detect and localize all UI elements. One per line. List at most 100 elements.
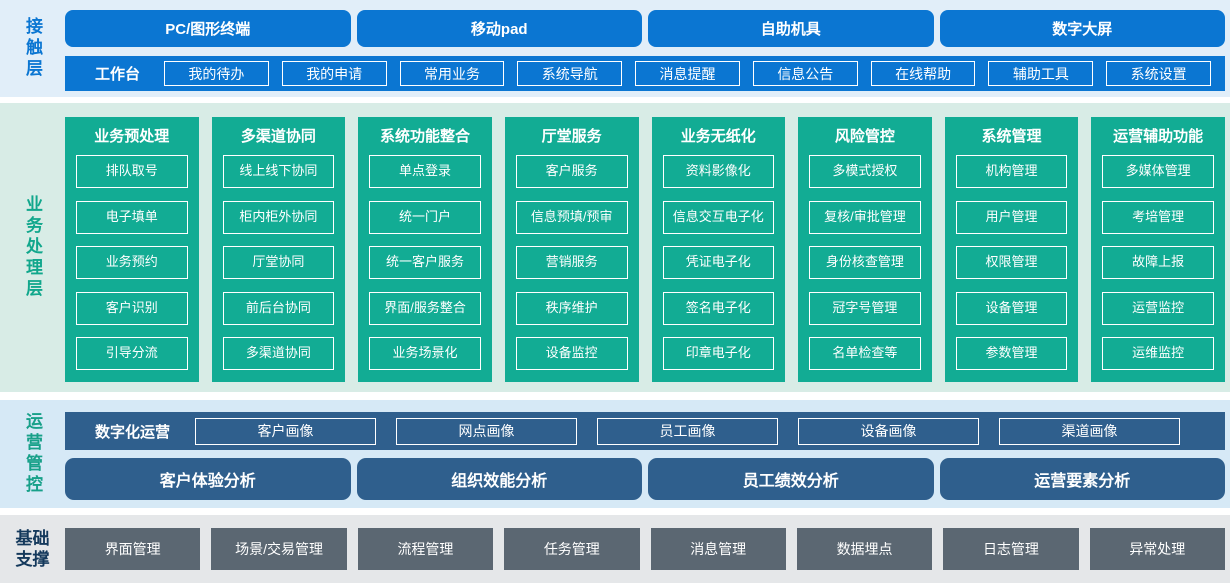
terminal-button: 数字大屏 [939,10,1225,47]
business-module: 排队取号 [76,155,188,188]
base-module: 任务管理 [504,528,640,570]
business-module: 电子填单 [76,200,188,234]
business-layer-label-wrap: 业务处理层 [0,103,65,392]
base-layer-label: 基础支撑 [15,528,50,569]
business-module: 信息预填/预审 [515,200,628,234]
base-layer: 基础支撑 界面管理 场景/交易管理 流程管理 任务管理 消息管理 数据埋点 日志… [0,515,1230,583]
operations-layer-label: 运营管控 [23,412,42,496]
contact-layer-label: 接触层 [23,17,42,80]
base-module: 消息管理 [650,528,786,570]
business-column-title: 系统功能整合 [380,128,471,145]
analysis-button: 客户体验分析 [65,458,351,500]
business-module: 线上线下协同 [222,155,335,188]
workbench-items: 我的待办 我的申请 常用业务 系统导航 消息提醒 信息公告 在线帮助 辅助工具 [164,61,1212,86]
business-module: 客户服务 [515,155,628,188]
business-column: 风险管控 多模式授权 复核/审批管理 身份核查管理 冠字号管理 名单检查等 [798,117,932,382]
business-column-items: 线上线下协同 柜内柜外协同 厅堂协同 前后台协同 多渠道协同 [222,155,335,370]
business-module: 业务预约 [76,246,188,279]
digital-ops-items: 客户画像 网点画像 员工画像 设备画像 渠道画像 [195,417,1181,445]
business-module: 客户识别 [76,291,188,325]
workbench-item: 在线帮助 [870,61,976,86]
business-module: 引导分流 [76,337,188,370]
business-column-title: 多渠道协同 [240,128,316,145]
business-module: 信息交互电子化 [662,200,775,234]
operations-layer-label-wrap: 运营管控 [0,400,65,508]
workbench-item: 常用业务 [399,61,505,86]
business-columns: 业务预处理 排队取号 电子填单 业务预约 客户识别 引导分流 [65,103,1230,392]
analysis-button: 组织效能分析 [356,458,642,500]
business-column-items: 排队取号 电子填单 业务预约 客户识别 引导分流 [76,155,188,370]
persona-item: 客户画像 [195,417,377,445]
workbench-item: 系统设置 [1106,61,1212,86]
business-module: 权限管理 [955,246,1068,279]
business-layer: 业务处理层 业务预处理 排队取号 电子填单 业务预约 客户 [0,103,1230,392]
business-column-items: 多媒体管理 考培管理 故障上报 运营监控 运维监控 [1102,155,1214,370]
persona-item: 网点画像 [396,417,578,445]
analysis-button: 运营要素分析 [939,458,1225,500]
workbench-item: 我的申请 [281,61,387,86]
terminal-button: 移动pad [356,10,642,47]
base-items: 界面管理 场景/交易管理 流程管理 任务管理 消息管理 数据埋点 日志管理 异常… [65,515,1230,583]
business-module: 机构管理 [955,155,1068,188]
business-module: 冠字号管理 [809,291,921,325]
contact-layer-content: PC/图形终端 移动pad 自助机具 数字大屏 工作台 我的待办 我的申请 [65,0,1230,97]
business-column-items: 单点登录 统一门户 统一客户服务 界面/服务整合 业务场景化 [369,155,481,370]
terminal-button: PC/图形终端 [65,10,351,47]
business-module: 柜内柜外协同 [222,200,335,234]
business-module: 厅堂协同 [222,246,335,279]
workbench-item: 消息提醒 [635,61,740,86]
business-column: 系统管理 机构管理 用户管理 权限管理 设备管理 参数管理 [944,117,1079,382]
workbench-label: 工作台 [95,66,141,83]
workbench-item: 信息公告 [752,61,858,86]
business-module: 复核/审批管理 [809,200,921,234]
business-module: 设备管理 [955,291,1068,325]
terminal-button: 自助机具 [648,10,934,47]
base-module: 日志管理 [943,528,1079,570]
analytics-row: 客户体验分析 组织效能分析 员工绩效分析 运营要素分析 [65,458,1225,500]
business-column-title: 业务预处理 [94,128,170,145]
business-module: 故障上报 [1102,246,1214,279]
business-column-title: 业务无纸化 [680,128,756,145]
contact-layer-label-wrap: 接触层 [0,0,65,97]
business-module: 运营监控 [1102,291,1214,325]
business-column-title: 系统管理 [981,128,1042,145]
business-module: 凭证电子化 [662,246,775,279]
persona-item: 员工画像 [597,417,779,445]
workbench-item: 辅助工具 [988,61,1094,86]
operations-content: 数字化运营 客户画像 网点画像 员工画像 设备画像 渠道画像 [65,400,1230,508]
business-module: 运维监控 [1102,337,1214,370]
business-column-items: 机构管理 用户管理 权限管理 设备管理 参数管理 [955,155,1068,370]
business-column-items: 多模式授权 复核/审批管理 身份核查管理 冠字号管理 名单检查等 [809,155,921,370]
business-module: 签名电子化 [662,291,775,325]
business-module: 设备监控 [515,337,628,370]
business-column: 厅堂服务 客户服务 信息预填/预审 营销服务 秩序维护 设备监控 [504,117,639,382]
business-column-items: 客户服务 信息预填/预审 营销服务 秩序维护 设备监控 [515,155,628,370]
business-module: 多模式授权 [809,155,921,188]
persona-item: 渠道画像 [999,417,1181,445]
workbench-bar: 工作台 我的待办 我的申请 常用业务 系统导航 消息提醒 信息公告 [65,56,1225,91]
business-column: 运营辅助功能 多媒体管理 考培管理 故障上报 运营监控 运维监控 [1091,117,1225,382]
digital-ops-bar: 数字化运营 客户画像 网点画像 员工画像 设备画像 渠道画像 [65,412,1225,450]
business-column-items: 资料影像化 信息交互电子化 凭证电子化 签名电子化 印章电子化 [662,155,775,370]
business-module: 参数管理 [955,337,1068,370]
business-module: 印章电子化 [662,337,775,370]
base-layer-label-wrap: 基础支撑 [0,515,65,583]
business-module: 名单检查等 [809,337,921,370]
business-module: 秩序维护 [515,291,628,325]
business-column: 多渠道协同 线上线下协同 柜内柜外协同 厅堂协同 前后台协同 多渠道协同 [211,117,346,382]
base-module: 界面管理 [65,528,201,570]
business-module: 用户管理 [955,200,1068,234]
business-module: 身份核查管理 [809,246,921,279]
workbench-item: 我的待办 [164,61,269,86]
business-module: 营销服务 [515,246,628,279]
business-module: 界面/服务整合 [369,291,481,325]
business-module: 多渠道协同 [222,337,335,370]
base-module: 数据埋点 [796,528,933,570]
business-module: 统一客户服务 [369,246,481,279]
base-module: 场景/交易管理 [211,528,347,570]
business-module: 资料影像化 [662,155,775,188]
business-column-title: 厅堂服务 [541,128,602,145]
business-module: 业务场景化 [369,337,481,370]
business-module: 统一门户 [369,200,481,234]
